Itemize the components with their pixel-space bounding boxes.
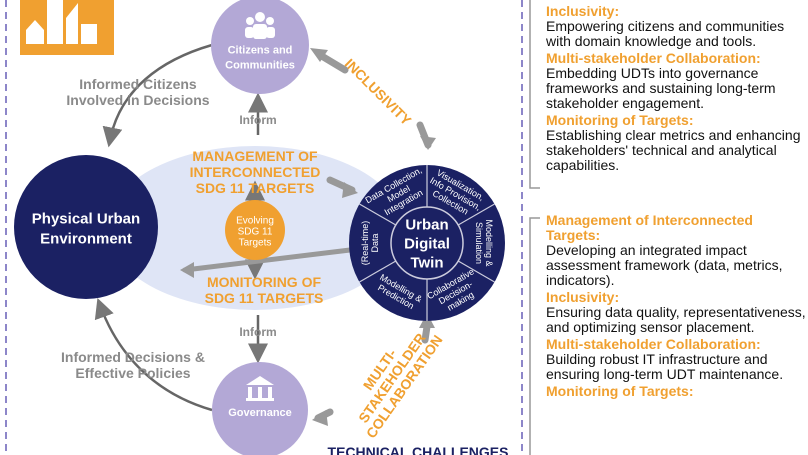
technical-challenges-heading: TECHNICAL CHALLENGES [328, 444, 509, 455]
challenges-group-2: Management of Interconnected Targets:Dev… [546, 211, 808, 399]
arrow-inclusivity [316, 51, 432, 149]
inform-top-label: Inform [239, 113, 276, 127]
udt-segment-label: Modelling &Simulation [474, 219, 494, 266]
udt-segment-label: (Real-time)Data [360, 221, 380, 266]
arrow-governance-physical [94, 297, 213, 412]
multi-stakeholder-label: MULTI-STAKEHOLDERCOLLABORATION [338, 315, 446, 441]
challenge-description: Empowering citizens and communities with… [546, 18, 785, 49]
arrow-citizens-physical [102, 43, 213, 148]
challenge-description: Establishing clear metrics and enhancing… [546, 127, 801, 173]
challenge-description: Ensuring data quality, representativenes… [546, 304, 806, 335]
bracket-lines [529, 0, 540, 455]
arrow-monitoring [182, 247, 353, 273]
udt-segment-divider [359, 260, 397, 283]
inform-bottom-label: Inform [239, 325, 276, 339]
challenge-heading: Inclusivity: [546, 289, 620, 305]
challenge-heading: Monitoring of Targets: [546, 112, 694, 128]
people-icon [245, 12, 275, 39]
inclusivity-label: INCLUSIVITY [342, 55, 415, 128]
challenge-description: Embedding UDTs into governance framework… [546, 65, 776, 111]
challenge-description: Building robust IT infrastructure and en… [546, 351, 784, 382]
udt-segment-divider [457, 203, 495, 226]
evolving-targets-node [225, 200, 285, 260]
governance-node [212, 362, 308, 455]
challenge-description: Developing an integrated impact assessme… [546, 242, 783, 288]
physical-environment-node [14, 155, 158, 299]
challenge-heading: Multi-stakeholder Collaboration: [546, 50, 761, 66]
udt-segment-divider [457, 260, 495, 283]
challenge-heading: Management of Interconnected Targets: [546, 212, 753, 243]
challenge-heading: Multi-stakeholder Collaboration: [546, 336, 761, 352]
informed-decisions-label: Informed Decisions &Effective Policies [61, 349, 205, 381]
urban-digital-twin-node [349, 165, 505, 321]
udt-segment-label: Data Collection,ModelIntegration [364, 165, 434, 223]
institution-icon [246, 376, 274, 401]
challenge-heading: Inclusivity: [546, 3, 620, 19]
governance-label: Governance [228, 407, 292, 419]
city-icon [20, 0, 114, 55]
challenge-heading: Monitoring of Targets: [546, 383, 694, 399]
citizens-node [211, 0, 309, 94]
challenges-group-1: Inclusivity:Empowering citizens and comm… [546, 2, 808, 173]
udt-segment-divider [359, 203, 397, 226]
